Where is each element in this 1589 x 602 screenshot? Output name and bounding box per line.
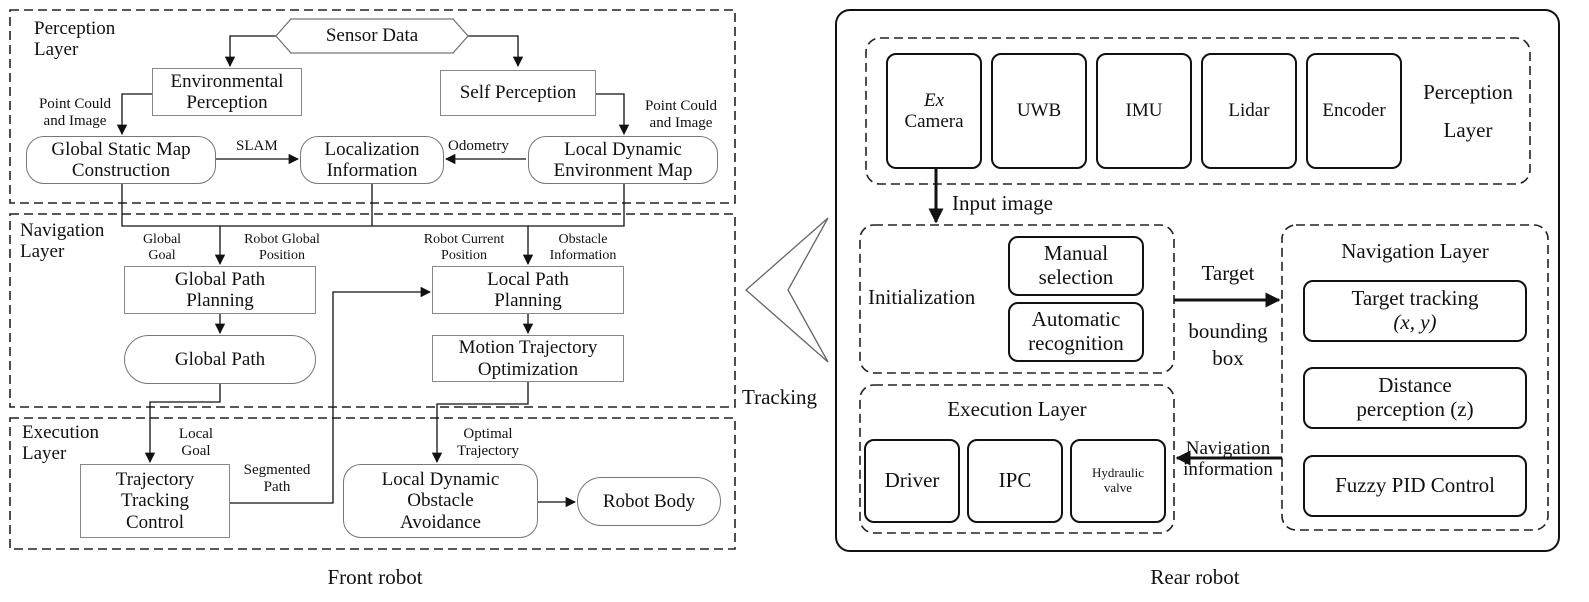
rear-execution-layer-label: Execution Layer bbox=[947, 397, 1087, 421]
sensor-data-label: Sensor Data bbox=[325, 25, 419, 46]
initialization-label: Initialization bbox=[868, 285, 976, 309]
rear-navigation-frame bbox=[1281, 224, 1549, 531]
right-point-cloud-label: Point Could and Image bbox=[644, 98, 718, 131]
rear-perception-layer-label: Perception Layer bbox=[1423, 80, 1513, 142]
target-tracking-box: Target tracking (x, y) bbox=[1303, 280, 1527, 342]
global-static-map-box: Global Static Map Construction bbox=[26, 136, 216, 184]
local-dynamic-avoidance-box: Local Dynamic Obstacle Avoidance bbox=[343, 464, 538, 538]
slam-label: SLAM bbox=[236, 138, 278, 154]
sensor-data-node: Sensor Data bbox=[275, 18, 469, 54]
front-perception-layer-label: Perception Layer bbox=[34, 18, 116, 61]
ipc-box: IPC bbox=[967, 439, 1063, 523]
local-dynamic-map-label: Local Dynamic Environment Map bbox=[553, 138, 693, 181]
local-path-planning-label: Local Path Planning bbox=[487, 268, 569, 311]
rear-execution-frame bbox=[859, 384, 1175, 534]
imu-label: IMU bbox=[1125, 100, 1163, 122]
driver-box: Driver bbox=[864, 439, 960, 523]
global-path-planning-box: Global Path Planning bbox=[124, 266, 316, 314]
manual-selection-box: Manual selection bbox=[1008, 236, 1144, 296]
robot-global-position-label: Robot Global Position bbox=[244, 232, 320, 263]
odometry-label: Odometry bbox=[448, 138, 509, 154]
trajectory-tracking-box: Trajectory Tracking Control bbox=[80, 464, 230, 538]
obstacle-information-label: Obstacle Information bbox=[549, 232, 617, 263]
manual-selection-label: Manual selection bbox=[1038, 241, 1114, 289]
front-execution-layer-frame bbox=[9, 417, 736, 550]
global-goal-label: Global Goal bbox=[142, 232, 182, 263]
lidar-box: Lidar bbox=[1201, 53, 1297, 169]
front-navigation-layer-label: Navigation Layer bbox=[20, 220, 105, 263]
self-perception-label: Self Perception bbox=[459, 82, 577, 104]
environmental-perception-box: Environmental Perception bbox=[152, 68, 302, 116]
motion-trajectory-label: Motion Trajectory Optimization bbox=[458, 337, 598, 380]
motion-trajectory-box: Motion Trajectory Optimization bbox=[432, 335, 624, 382]
robot-current-position-label: Robot Current Position bbox=[423, 232, 505, 263]
automatic-recognition-label: Automatic recognition bbox=[1028, 307, 1124, 355]
uwb-label: UWB bbox=[1016, 100, 1062, 122]
rear-robot-frame bbox=[835, 9, 1560, 552]
local-goal-label: Local Goal bbox=[178, 426, 214, 459]
global-path-planning-label: Global Path Planning bbox=[174, 268, 266, 311]
encoder-box: Encoder bbox=[1306, 53, 1402, 169]
rear-robot-caption: Rear robot bbox=[1150, 565, 1240, 589]
global-static-map-label: Global Static Map Construction bbox=[51, 138, 191, 181]
robot-body-label: Robot Body bbox=[602, 490, 696, 512]
localization-information-label: Localization Information bbox=[324, 138, 420, 181]
camera-label: Camera bbox=[904, 111, 964, 132]
distance-perception-label: Distance perception (z) bbox=[1356, 373, 1474, 421]
target-label: Target bbox=[1201, 261, 1255, 285]
ipc-label: IPC bbox=[998, 468, 1032, 493]
sensor-data-shape bbox=[275, 18, 469, 54]
target-tracking-vars: (x, y) bbox=[1393, 310, 1437, 334]
rear-perception-frame bbox=[865, 37, 1531, 185]
navigation-information-label: Navigation information bbox=[1183, 438, 1273, 481]
left-point-cloud-label: Point Could and Image bbox=[38, 96, 112, 129]
fuzzy-pid-label: Fuzzy PID Control bbox=[1335, 473, 1495, 498]
global-path-box: Global Path bbox=[124, 335, 316, 384]
rear-navigation-layer-label: Navigation Layer bbox=[1341, 239, 1489, 263]
hydraulic-valve-box: Hydraulic valve bbox=[1070, 439, 1166, 523]
front-navigation-layer-frame bbox=[9, 213, 736, 408]
automatic-recognition-box: Automatic recognition bbox=[1008, 302, 1144, 362]
self-perception-box: Self Perception bbox=[440, 70, 596, 116]
localization-information-box: Localization Information bbox=[300, 136, 444, 184]
driver-label: Driver bbox=[884, 468, 940, 493]
encoder-label: Encoder bbox=[1322, 100, 1386, 122]
fuzzy-pid-box: Fuzzy PID Control bbox=[1303, 455, 1527, 517]
front-execution-layer-label: Execution Layer bbox=[22, 422, 100, 465]
segmented-path-label: Segmented Path bbox=[243, 462, 311, 495]
local-dynamic-map-box: Local Dynamic Environment Map bbox=[528, 136, 718, 184]
input-image-label: Input image bbox=[952, 191, 1053, 215]
bounding-box-label: bounding box bbox=[1188, 319, 1268, 371]
front-robot-caption: Front robot bbox=[327, 565, 423, 589]
robot-body-box: Robot Body bbox=[577, 477, 721, 526]
trajectory-tracking-label: Trajectory Tracking Control bbox=[115, 469, 195, 533]
local-dynamic-avoidance-label: Local Dynamic Obstacle Avoidance bbox=[381, 469, 500, 533]
distance-perception-box: Distance perception (z) bbox=[1303, 367, 1527, 429]
global-path-label: Global Path bbox=[174, 348, 266, 370]
lidar-label: Lidar bbox=[1228, 100, 1270, 122]
target-tracking-label: Target tracking bbox=[1351, 286, 1479, 311]
local-path-planning-box: Local Path Planning bbox=[432, 266, 624, 314]
camera-ex-label: Ex bbox=[923, 89, 945, 111]
hydraulic-valve-label: Hydraulic valve bbox=[1092, 465, 1144, 495]
uwb-box: UWB bbox=[991, 53, 1087, 169]
optimal-trajectory-label: Optimal Trajectory bbox=[457, 426, 519, 459]
camera-box: Ex Camera bbox=[886, 53, 982, 169]
tracking-label: Tracking bbox=[742, 385, 818, 409]
tracking-chevron bbox=[745, 217, 829, 363]
environmental-perception-label: Environmental Perception bbox=[170, 70, 284, 113]
imu-box: IMU bbox=[1096, 53, 1192, 169]
